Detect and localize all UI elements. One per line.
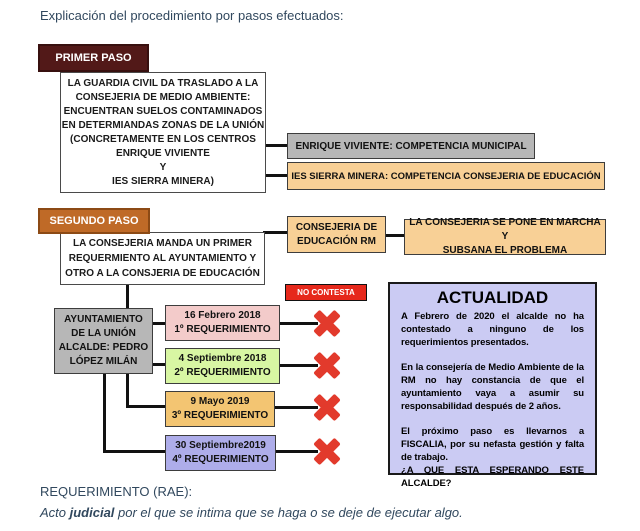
footer-definition-bold: judicial xyxy=(69,505,115,520)
no-contesta-label: NO CONTESTA xyxy=(297,288,355,297)
consejeria-marcha-box: LA CONSEJERIA SE PONE EN MARCHA Y SUBSAN… xyxy=(404,217,606,256)
step2-header-label: SEGUNDO PASO xyxy=(49,215,139,227)
connector-line xyxy=(280,322,318,325)
step2-description-box: LA CONSEJERIA MANDA UN PRIMER REQUERMIEN… xyxy=(60,232,265,285)
requerimiento-4-date: 30 Septiembre2019 xyxy=(175,440,266,451)
connector-line xyxy=(152,363,166,366)
actualidad-panel: ACTUALIDAD A Febrero de 2020 el alcalde … xyxy=(388,282,597,489)
rejected-x-icon xyxy=(312,350,342,380)
connector-line xyxy=(103,450,166,453)
step1-header-label: PRIMER PASO xyxy=(55,52,132,64)
actualidad-paragraph-4: ¿A QUE ESTA ESPERANDO ESTE ALCALDE? xyxy=(401,465,584,489)
step1-header: PRIMER PASO xyxy=(38,44,149,72)
requerimiento-4-label: 4º REQUERIMIENTO xyxy=(172,454,269,465)
no-contesta-badge: NO CONTESTA xyxy=(285,284,367,301)
connector-line xyxy=(126,285,129,309)
ayuntamiento-box: AYUNTAMIENTO DE LA UNIÓN ALCALDE: PEDRO … xyxy=(54,308,153,374)
actualidad-paragraph-1: A Febrero de 2020 el alcalde no ha conte… xyxy=(401,311,584,348)
step2-header: SEGUNDO PASO xyxy=(38,208,150,234)
rejected-x-icon xyxy=(312,308,342,338)
rejected-x-icon xyxy=(312,392,342,422)
result-municipal-label: ENRIQUE VIVIENTE: COMPETENCIA MUNICIPAL xyxy=(295,140,527,152)
requerimiento-2-box: 4 Septiembre 2018 2º REQUERIMIENTO xyxy=(165,348,280,384)
requerimiento-3-date: 9 Mayo 2019 xyxy=(190,396,250,407)
step1-description-box: LA GUARDIA CIVIL DA TRASLADO A LA CONSEJ… xyxy=(60,72,266,193)
connector-line xyxy=(263,231,288,234)
requerimiento-3-label: 3º REQUERIMIENTO xyxy=(171,410,269,421)
connector-line xyxy=(126,405,166,408)
footer-definition: Acto judicial por el que se intima que s… xyxy=(40,505,463,520)
footer-definition-suffix: por el que se intima que se haga o se de… xyxy=(114,505,463,520)
requerimiento-1-box: 16 Febrero 2018 1º REQUERIMIENTO xyxy=(165,305,280,341)
footer-term: REQUERIMIENTO (RAE): xyxy=(40,484,193,499)
connector-line xyxy=(152,322,166,325)
actualidad-paragraph-2: En la consejería de Medio Ambiente de la… xyxy=(401,362,584,412)
result-educacion-label: IES SIERRA MINERA: COMPETENCIA CONSEJERI… xyxy=(291,170,601,182)
requerimiento-4-box: 30 Septiembre2019 4º REQUERIMIENTO xyxy=(165,435,276,471)
actualidad-title: ACTUALIDAD xyxy=(436,288,549,307)
footer-definition-prefix: Acto xyxy=(40,505,70,520)
connector-line xyxy=(103,374,106,453)
connector-line xyxy=(385,234,405,237)
actualidad-paragraph-3: El próximo paso es llevarnos a FISCALIA,… xyxy=(401,426,584,463)
page-title: Explicación del procedimiento por pasos … xyxy=(40,8,344,23)
connector-line xyxy=(280,364,318,367)
requerimiento-3-box: 9 Mayo 2019 3º REQUERIMIENTO xyxy=(165,391,275,427)
result-educacion-box: IES SIERRA MINERA: COMPETENCIA CONSEJERI… xyxy=(287,162,605,190)
requerimiento-1-label: 1º REQUERIMIENTO xyxy=(174,324,271,335)
rejected-x-icon xyxy=(312,436,342,466)
connector-line xyxy=(276,450,318,453)
result-municipal-box: ENRIQUE VIVIENTE: COMPETENCIA MUNICIPAL xyxy=(287,133,535,159)
consejeria-educacion-box: CONSEJERIA DE EDUCACIÓN RM xyxy=(287,216,386,253)
connector-line xyxy=(275,406,318,409)
connector-line xyxy=(126,374,129,408)
requerimiento-2-label: 2º REQUERIMIENTO xyxy=(174,367,271,378)
connector-line xyxy=(264,144,288,147)
connector-line xyxy=(264,174,288,177)
requerimiento-1-date: 16 Febrero 2018 xyxy=(184,310,261,321)
requerimiento-2-date: 4 Septiembre 2018 xyxy=(178,353,267,364)
